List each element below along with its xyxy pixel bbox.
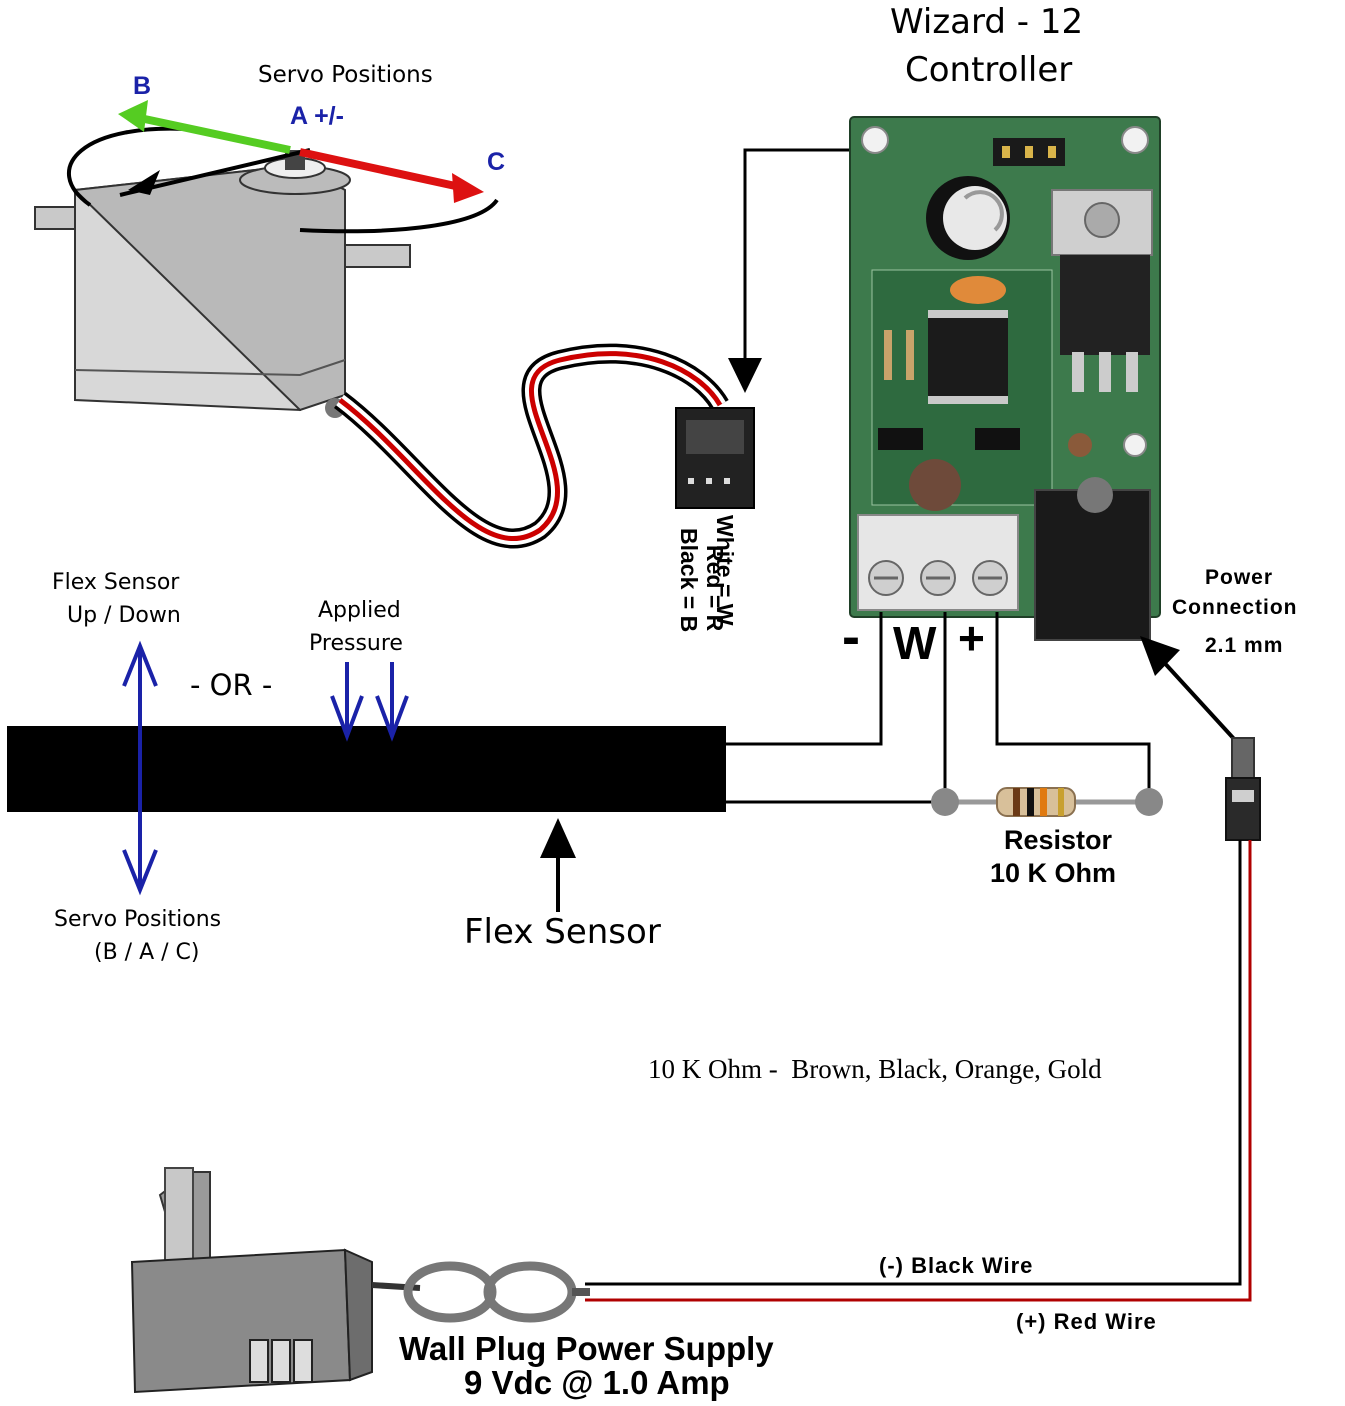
power-connection-line1: Power bbox=[1205, 566, 1274, 589]
servo-position-b-label: B bbox=[133, 72, 152, 100]
dc-plug bbox=[1225, 737, 1261, 841]
plug-red-label: Red = R bbox=[702, 545, 728, 632]
power-connection-line3: 2.1 mm bbox=[1205, 634, 1284, 657]
applied-pressure-line1: Applied bbox=[318, 598, 401, 623]
wall-adapter bbox=[130, 1167, 590, 1394]
flex-updown-line2: Up / Down bbox=[67, 603, 181, 628]
power-connection-arrow bbox=[1140, 636, 1237, 742]
power-supply-line2: 9 Vdc @ 1.0 Amp bbox=[464, 1364, 730, 1401]
terminal-wires bbox=[726, 612, 1151, 804]
black-wire-label: (-) Black Wire bbox=[879, 1253, 1034, 1278]
red-wire-label: (+) Red Wire bbox=[1016, 1309, 1157, 1334]
flex-updown-line1: Flex Sensor bbox=[52, 570, 180, 595]
controller-board bbox=[849, 116, 1161, 641]
servo-position-a-label: A +/- bbox=[290, 102, 344, 130]
controller-title-line1: Wizard - 12 bbox=[890, 2, 1084, 42]
resistor-color-code: 10 K Ohm - Brown, Black, Orange, Gold bbox=[648, 1054, 1102, 1084]
power-supply-line1: Wall Plug Power Supply bbox=[399, 1330, 774, 1367]
servo-arrow-b bbox=[118, 100, 291, 154]
resistor-label-line2: 10 K Ohm bbox=[990, 858, 1117, 888]
applied-pressure-line2: Pressure bbox=[309, 631, 403, 656]
terminal-w-label: W bbox=[893, 617, 937, 669]
resistor-component bbox=[931, 787, 1163, 817]
flex-sensor-label: Flex Sensor bbox=[464, 912, 661, 952]
or-label: - OR - bbox=[190, 668, 273, 702]
servo-positions-heading: Servo Positions bbox=[258, 62, 433, 88]
terminal-plus-label: + bbox=[958, 612, 985, 664]
plug-black-label: Black = B bbox=[676, 528, 702, 633]
pressure-arrows bbox=[330, 662, 409, 742]
servo-arrow-c bbox=[299, 148, 484, 203]
servo-motor bbox=[34, 150, 411, 418]
resistor-label-line1: Resistor bbox=[1004, 825, 1113, 855]
power-cable bbox=[585, 840, 1252, 1302]
flex-sensor-pointer bbox=[540, 818, 576, 912]
servo-position-c-label: C bbox=[487, 148, 506, 176]
servo-positions-bac-line1: Servo Positions bbox=[54, 907, 222, 932]
servo-cable bbox=[333, 343, 729, 549]
flex-sensor-strip bbox=[7, 726, 726, 812]
power-connection-line2: Connection bbox=[1172, 596, 1298, 619]
controller-title-line2: Controller bbox=[905, 50, 1073, 90]
servo-rotation-arc bbox=[67, 126, 499, 234]
servo-plug bbox=[675, 407, 755, 509]
servo-positions-bac-line2: (B / A / C) bbox=[94, 940, 200, 965]
flex-updown-arrow bbox=[122, 640, 158, 896]
terminal-minus-label: - bbox=[842, 607, 860, 667]
